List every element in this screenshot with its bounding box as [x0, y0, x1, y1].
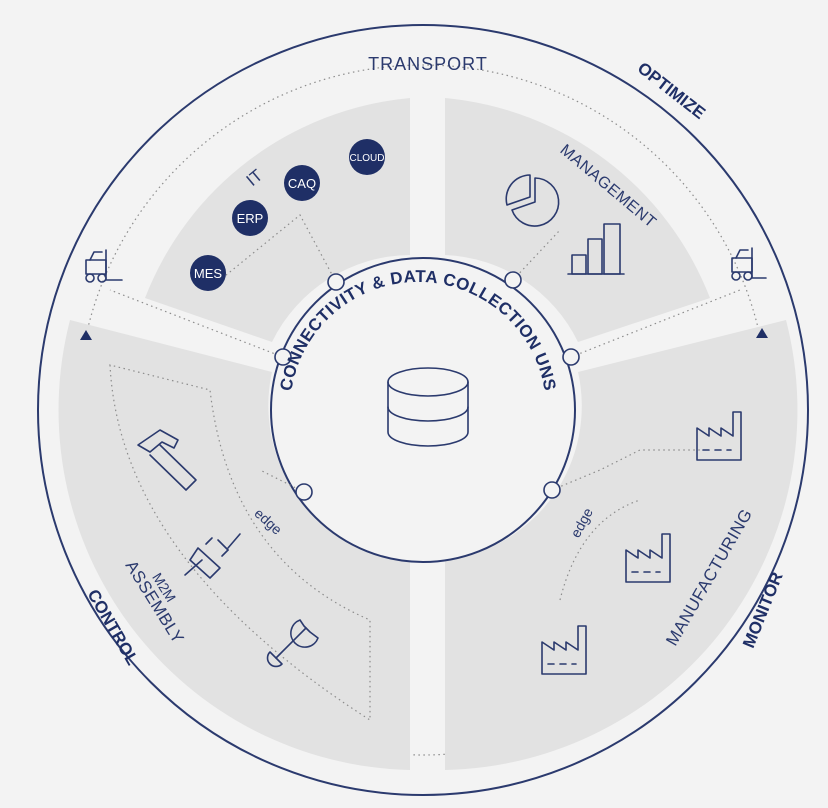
- factory-icon-top: [696, 411, 742, 461]
- node-connector: [562, 348, 580, 366]
- bar-chart-icon: [567, 223, 625, 275]
- arrow-right: [756, 328, 768, 338]
- factory-icon-middle: [625, 533, 671, 583]
- pie-chart-icon: [505, 174, 560, 227]
- hammer-icon: [137, 429, 197, 491]
- svg-text:MES: MES: [194, 266, 223, 281]
- database-icon: [387, 367, 469, 447]
- node-connector: [543, 481, 561, 499]
- outer-ring: [37, 24, 809, 796]
- node-connector: [295, 483, 313, 501]
- optimize-label: OPTIMIZE: [634, 58, 709, 122]
- factory-icon-bottom: [541, 625, 587, 675]
- node-erp: ERP: [232, 200, 268, 236]
- node-connector: [327, 273, 345, 291]
- forklift-icon-left: [85, 249, 123, 283]
- hub-circle: [270, 257, 576, 563]
- node-cloud: CLOUD: [349, 139, 385, 175]
- segment-assembly: [58, 320, 411, 770]
- svg-text:CAQ: CAQ: [288, 176, 316, 191]
- plug-icon: [184, 533, 241, 579]
- segment-management: [445, 98, 710, 342]
- svg-text:ERP: ERP: [237, 211, 264, 226]
- node-connector: [504, 271, 522, 289]
- node-connector: [274, 348, 292, 366]
- node-mes: MES: [190, 255, 226, 291]
- wrench-icon: [266, 619, 319, 668]
- transport-label: TRANSPORT: [368, 54, 488, 74]
- node-caq: CAQ: [284, 165, 320, 201]
- svg-text:CLOUD: CLOUD: [349, 153, 384, 164]
- arrow-left: [80, 330, 92, 340]
- forklift-icon-right: [731, 247, 767, 281]
